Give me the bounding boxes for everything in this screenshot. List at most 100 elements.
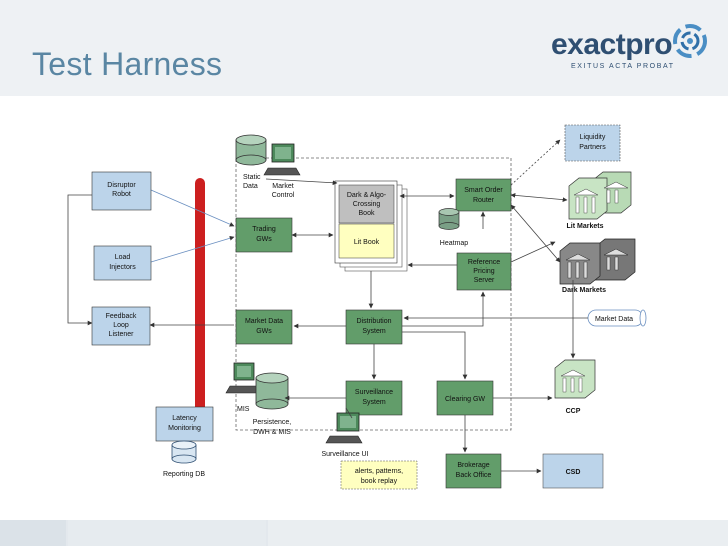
persistence-cylinder-icon: [255, 372, 289, 410]
sor-line-1: Smart Order: [464, 187, 503, 194]
latency-line-2: Monitoring: [168, 425, 201, 432]
liquidity-line-1: Liquidity: [580, 134, 606, 141]
static-data-cylinder-icon: [235, 134, 267, 166]
trading-gws-line-2: GWs: [256, 236, 272, 243]
liquidity-line-2: Partners: [579, 144, 606, 151]
market-control-line-1: Market: [272, 183, 293, 190]
load-injectors-line-1: Load: [115, 254, 131, 261]
svg-text:Persistence,DWH & MIS: Persistence,DWH & MIS: [253, 419, 292, 436]
slide-title: Test Harness: [32, 46, 223, 82]
slide-header: Test Harness exactpro EXITUS ACTA PROBAT: [0, 0, 728, 96]
market-control-line-2: Control: [272, 192, 295, 199]
logo-tagline: EXITUS ACTA PROBAT: [571, 63, 675, 70]
dark-markets-building-icon: [559, 238, 636, 285]
exactpro-logo-icon: [673, 24, 707, 58]
dark-book-line-1: Dark & Algo-: [347, 192, 387, 199]
alerts-line-2: book replay: [361, 478, 398, 485]
distribution-line-1: Distribution: [356, 318, 391, 325]
lit-markets-label: Lit Markets: [567, 223, 604, 230]
load-injectors-line-2: Injectors: [109, 264, 136, 271]
disruptor-robot-line-1: Disruptor: [107, 182, 136, 189]
disruptor-robot-line-2: Robot: [112, 191, 131, 198]
market-control-workstation-icon: [263, 143, 301, 176]
reporting-db-label: Reporting DB: [163, 471, 205, 478]
core-boundary: [235, 157, 512, 431]
connectors: [265, 139, 588, 474]
footer-segment-2: [68, 520, 266, 546]
static-data-line-2: Data: [243, 183, 258, 190]
dark-markets-label: Dark Markets: [562, 287, 606, 294]
message-bus-bar: [195, 178, 205, 414]
surveillance-line-1: Surveillance: [355, 389, 393, 396]
mis-label: MIS: [237, 406, 250, 413]
trading-gws-line-1: Trading: [252, 226, 276, 233]
footer-segment-3: [268, 520, 728, 546]
mis-workstation-icon: [225, 362, 261, 394]
feedback-line-2: Loop: [113, 322, 129, 329]
slide-footer: [0, 520, 728, 546]
dark-book-line-3: Book: [359, 210, 375, 217]
rps-line-3: Server: [474, 277, 495, 284]
static-data-line-1: Static: [243, 174, 261, 181]
latency-line-1: Latency: [172, 415, 197, 422]
sor-line-2: Router: [473, 197, 495, 204]
feedback-line-1: Feedback: [106, 313, 137, 320]
lit-markets-building-icon: [568, 171, 632, 220]
alerts-line-1: alerts, patterns,: [355, 468, 403, 475]
brokerage-line-2: Back Office: [456, 472, 492, 479]
heatmap-label: Heatmap: [440, 240, 469, 247]
market-data-label: Market Data: [595, 316, 633, 323]
persistence-line-1: Persistence,: [253, 419, 292, 426]
csd-box: CSD: [542, 453, 604, 489]
ccp-building-icon: [554, 359, 596, 399]
logo-wordmark: exactpro: [551, 28, 673, 61]
alerts-note-box: alerts, patterns, book replay: [340, 460, 418, 490]
svg-text:alerts, patterns,book replay: alerts, patterns, book replay: [355, 468, 403, 485]
heatmap-cylinder-icon: [438, 208, 460, 230]
footer-segment-1: [0, 520, 66, 546]
surveillance-ui-workstation-icon: [325, 412, 363, 444]
csd-label: CSD: [566, 469, 581, 476]
reporting-db-cylinder-icon: [171, 440, 197, 464]
market-data-gws-line-2: GWs: [256, 328, 272, 335]
book-stack: [334, 180, 408, 272]
distribution-line-2: System: [362, 328, 386, 335]
surveillance-ui-label: Surveillance UI: [321, 451, 368, 458]
surveillance-line-2: System: [362, 399, 386, 406]
clearing-gw-label: Clearing GW: [445, 396, 485, 403]
lit-book-label: Lit Book: [354, 239, 380, 246]
market-data-feed: Market Data: [587, 309, 647, 327]
feedback-line-3: Listener: [109, 331, 135, 338]
ccp-label: CCP: [566, 408, 581, 415]
clearing-gw-box: Clearing GW: [436, 380, 494, 416]
market-data-gws-line-1: Market Data: [245, 318, 283, 325]
dark-book-line-2: Crossing: [353, 201, 381, 208]
rps-line-1: Reference: [468, 259, 500, 266]
